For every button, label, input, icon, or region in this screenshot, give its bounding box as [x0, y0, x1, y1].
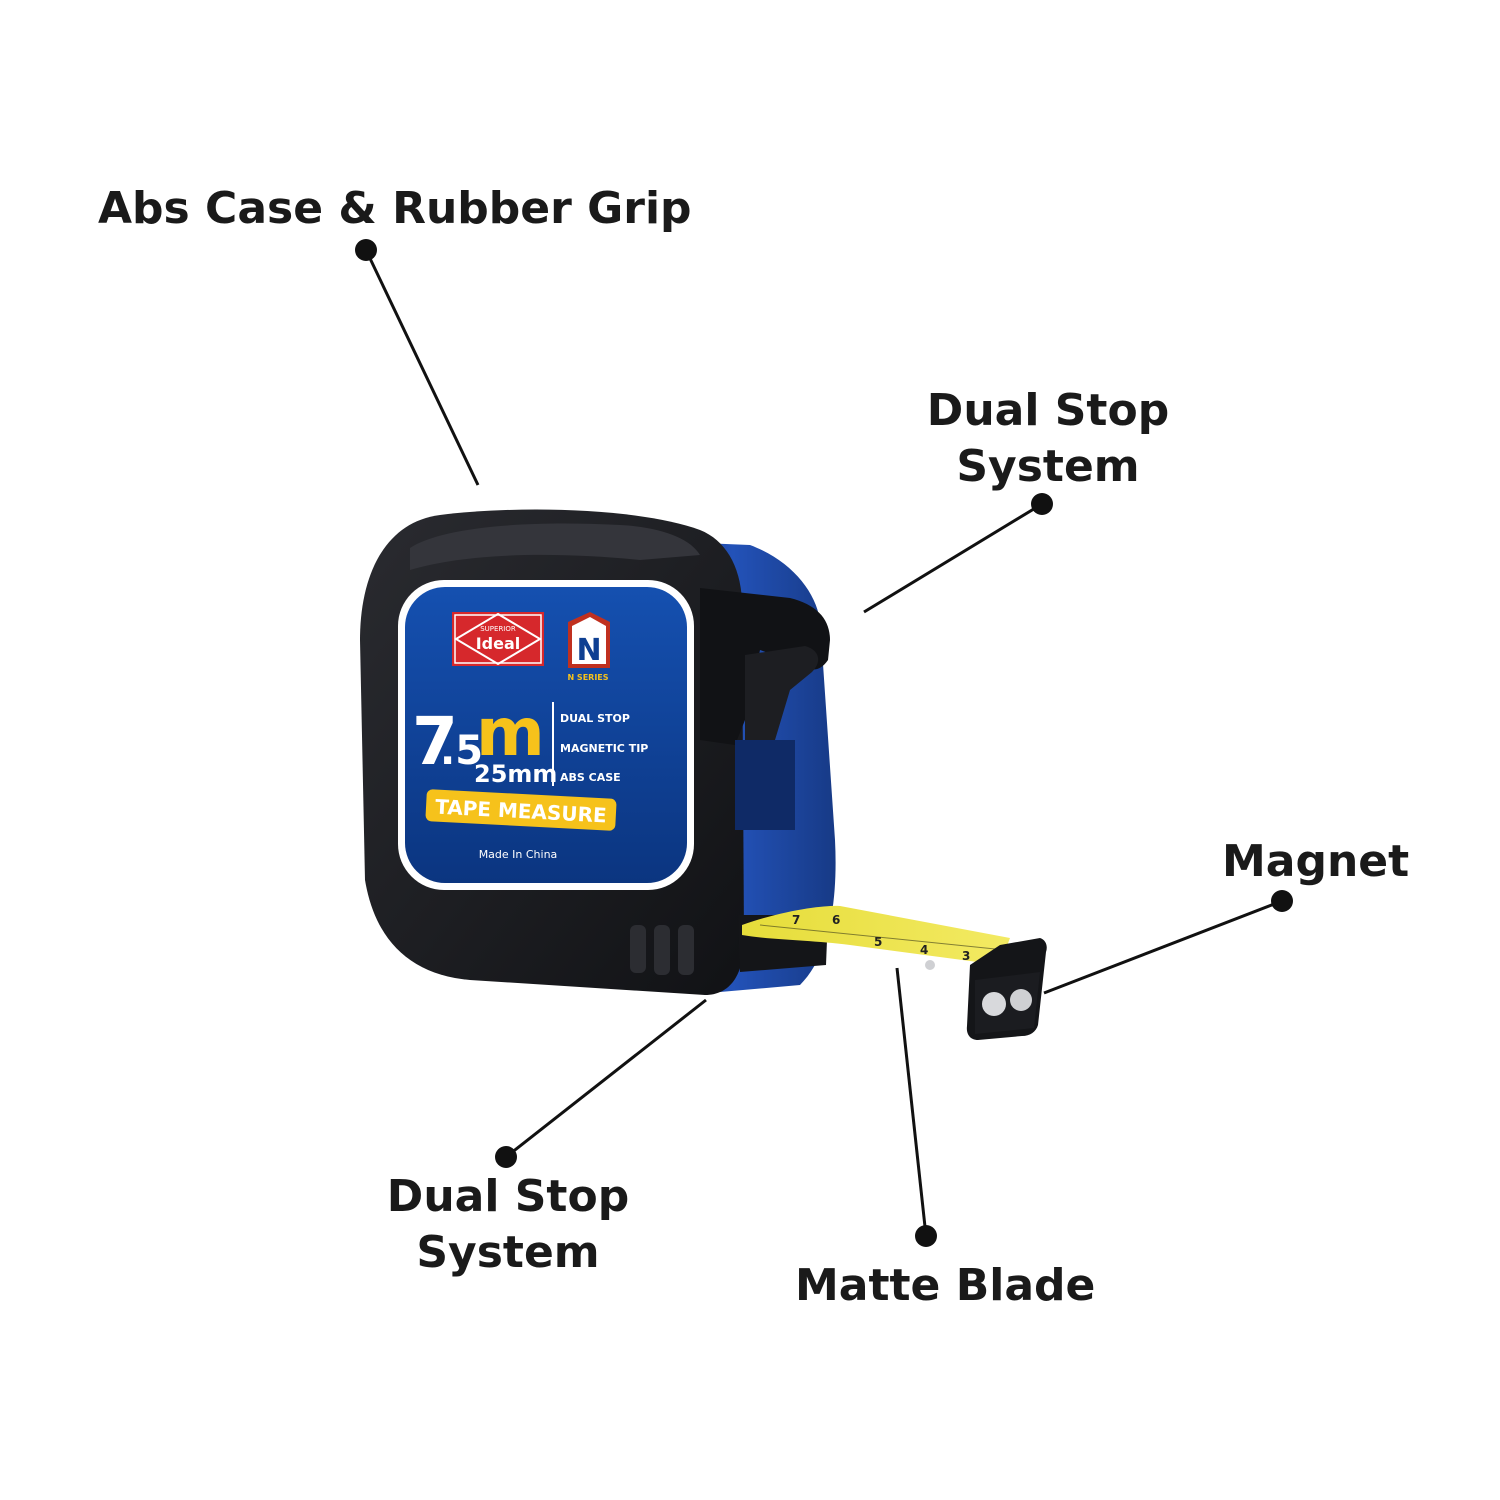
rubber-top-ridge [410, 523, 700, 570]
blade-mark: 5 [874, 935, 882, 949]
tape-measure-illustration: SUPERIOR Ideal N N SERIES 7 .5 m 25mm DU… [360, 509, 1047, 1040]
length-unit: m [476, 694, 545, 771]
feature-item: DUAL STOP [560, 712, 630, 725]
callout-leaders [355, 239, 1293, 1247]
feature-list: DUAL STOP MAGNETIC TIP ABS CASE [560, 712, 648, 784]
callout-magnet: Magnet [1222, 834, 1409, 890]
lock-slot [735, 740, 795, 830]
magnet-face [975, 972, 1040, 1034]
dual-stop-lock-lower [745, 646, 819, 742]
callout-text: Dual Stop [926, 385, 1170, 436]
callout-text: Dual Stop [386, 1171, 630, 1222]
callout-matte-blade: Matte Blade [795, 1258, 1095, 1314]
brand-name: Ideal [476, 634, 521, 653]
leader-abs-case [364, 249, 480, 486]
callout-dual-stop-system-top: Dual Stop System [918, 383, 1178, 495]
leader-dot-abs-case [355, 239, 377, 261]
origin-text: Made In China [479, 848, 558, 861]
leader-dot-magnet [1271, 890, 1293, 912]
blade-mark: 3 [962, 949, 970, 963]
leader-magnet [1043, 899, 1283, 995]
grip-ribs [630, 925, 694, 975]
magnet-disc [925, 960, 935, 970]
callout-text: Matte Blade [795, 1260, 1096, 1311]
dual-stop-lock-upper [700, 588, 830, 745]
callout-text: System [416, 1227, 600, 1278]
callout-dual-stop-system-bottom: Dual Stop System [378, 1169, 638, 1281]
blade-mark: 6 [832, 913, 840, 927]
magnet-disc [982, 992, 1006, 1016]
callout-text: System [956, 441, 1140, 492]
callout-text: Abs Case & Rubber Grip [98, 183, 692, 234]
n-series-badge: N N SERIES [567, 612, 610, 682]
leader-dot-matte-blade [915, 1225, 937, 1247]
series-letter: N [576, 633, 601, 668]
feature-item: MAGNETIC TIP [560, 742, 648, 755]
length-number: 7 [412, 703, 458, 780]
length-decimal: .5 [440, 728, 483, 774]
product-type-banner [425, 789, 617, 831]
leader-dual-stop-top [863, 502, 1043, 614]
blade-markings: 7 6 5 4 3 [792, 913, 970, 963]
leader-matte-blade [895, 967, 928, 1237]
brand-tagline: SUPERIOR [480, 625, 516, 633]
blade-mark: 4 [920, 943, 928, 957]
tape-width: 25mm [474, 760, 557, 788]
leader-dual-stop-bottom [505, 998, 707, 1159]
callout-text: Magnet [1222, 836, 1410, 887]
feature-item: ABS CASE [560, 771, 621, 784]
leader-dot-dual-stop-top [1031, 493, 1053, 515]
blade-mark: 7 [792, 913, 800, 927]
tape-blade [742, 905, 1010, 965]
callout-abs-case-rubber-grip: Abs Case & Rubber Grip [98, 181, 692, 237]
leader-dot-dual-stop-bottom [495, 1146, 517, 1168]
series-name: N SERIES [567, 673, 608, 682]
magnet-disc [1010, 989, 1032, 1011]
brand-logo: SUPERIOR Ideal [452, 612, 544, 666]
